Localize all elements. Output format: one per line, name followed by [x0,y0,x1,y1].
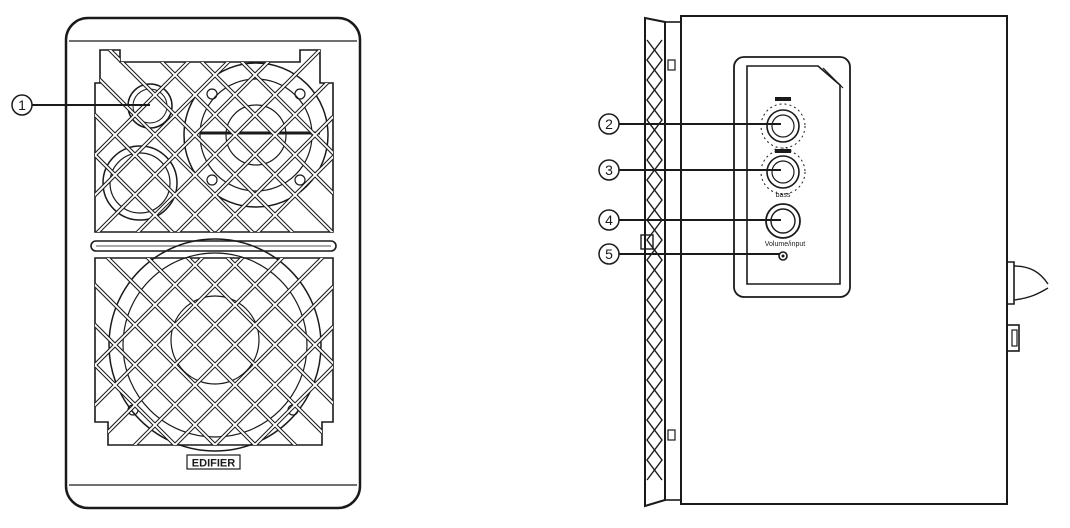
treble-knob[interactable] [760,97,806,149]
callout-2: 2 [598,113,781,135]
port-driver [102,145,178,221]
lower-grille-lattice [95,258,333,445]
mounting-screws-upper [206,88,306,186]
logo-text: EDIFIER [192,458,235,470]
midrange-driver [183,62,329,208]
bass-knob[interactable] [760,149,806,195]
side-cabinet-body [680,15,1008,505]
control-panel [733,56,851,298]
callout-3-number: 3 [605,162,613,178]
bass-label: bass [776,192,791,199]
center-light-bar [90,240,337,252]
rear-connector [1006,324,1020,352]
callout-1-number: 1 [18,97,26,113]
lower-grille-frame [94,257,334,446]
callout-1: 1 [11,94,150,116]
callout-4-number: 4 [605,212,613,228]
side-baffle [664,21,682,501]
light-bar-edge [640,234,654,250]
power-cable [1007,261,1049,305]
callout-5-number: 5 [605,246,613,262]
side-speaker: treble bass Volume/input [640,15,1049,508]
speaker-cabinet-outline [64,16,362,510]
front-speaker: EDIFIER [64,16,362,510]
callout-4: 4 [598,209,781,231]
callout-3: 3 [598,159,781,181]
input-jack[interactable] [778,251,788,261]
woofer-driver [108,238,322,452]
volume-label: Volume/input [765,241,806,248]
logo-badge [186,454,241,470]
callout-2-number: 2 [605,116,613,132]
callout-5: 5 [598,243,780,265]
